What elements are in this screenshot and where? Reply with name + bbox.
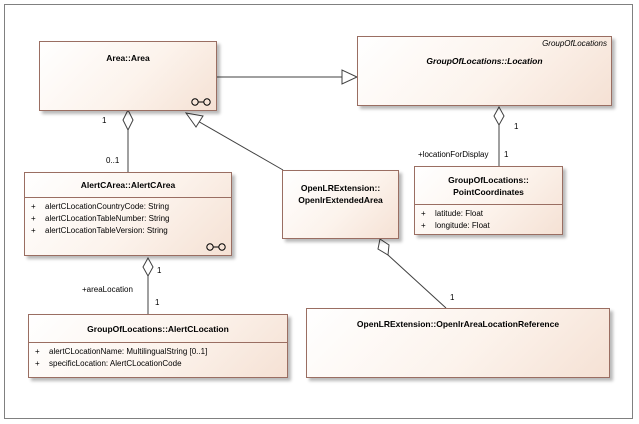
diagram-frame bbox=[4, 4, 633, 419]
aggregation-alertcarea-alertclocation[interactable] bbox=[142, 256, 154, 314]
class-alertclocation[interactable]: GroupOfLocations::AlertCLocation +alertC… bbox=[28, 314, 288, 378]
class-stereotype: GroupOfLocations bbox=[542, 39, 607, 48]
aggregation-openlr-ref[interactable] bbox=[377, 238, 447, 309]
attribute: +alertCLocationTableNumber: String bbox=[31, 214, 170, 223]
multiplicity-label: 1 bbox=[157, 266, 162, 275]
compartment-divider bbox=[415, 204, 562, 205]
generalization-openlr-area[interactable] bbox=[184, 112, 284, 171]
attribute: +alertCLocationName: MultilingualString … bbox=[35, 347, 208, 356]
class-name-line1: GroupOfLocations:: bbox=[448, 175, 529, 185]
attribute: +alertCLocationTableVersion: String bbox=[31, 226, 168, 235]
class-name: Area::Area bbox=[106, 53, 150, 63]
attribute-list: +latitude: Float +longitude: Float bbox=[421, 208, 558, 232]
class-openlr-extended-area[interactable]: OpenLRExtension:: OpenlrExtendedArea bbox=[282, 170, 399, 239]
multiplicity-label: 1 bbox=[155, 298, 160, 307]
class-point-coordinates[interactable]: GroupOfLocations:: PointCoordinates +lat… bbox=[414, 166, 563, 235]
class-openlr-area-location-reference[interactable]: OpenLRExtension::OpenlrAreaLocationRefer… bbox=[306, 308, 610, 378]
multiplicity-label: 1 bbox=[514, 122, 519, 131]
compartment-divider bbox=[25, 197, 231, 198]
class-name: OpenLRExtension::OpenlrAreaLocationRefer… bbox=[356, 319, 560, 329]
aggregation-area-alertcarea[interactable] bbox=[122, 108, 134, 172]
role-label: +areaLocation bbox=[82, 285, 133, 294]
class-location[interactable]: GroupOfLocations GroupOfLocations::Locat… bbox=[357, 36, 612, 106]
multiplicity-label: 1 bbox=[450, 293, 455, 302]
class-name: GroupOfLocations::AlertCLocation bbox=[87, 324, 229, 334]
attribute: +alertCLocationCountryCode: String bbox=[31, 202, 170, 211]
attribute-list: +alertCLocationCountryCode: String +aler… bbox=[31, 201, 227, 237]
attribute: +latitude: Float bbox=[421, 209, 484, 218]
aggregation-location-point[interactable] bbox=[493, 105, 505, 166]
class-name: GroupOfLocations::Location bbox=[426, 56, 543, 66]
role-label: +locationForDisplay bbox=[418, 150, 489, 159]
composite-diagram-icon bbox=[191, 98, 211, 106]
compartment-divider bbox=[29, 342, 287, 343]
composite-diagram-icon bbox=[206, 243, 226, 251]
attribute-list: +alertCLocationName: MultilingualString … bbox=[35, 346, 283, 370]
generalization-area-location[interactable] bbox=[217, 69, 359, 85]
class-name-line1: OpenLRExtension:: bbox=[300, 183, 381, 193]
class-name: AlertCArea::AlertCArea bbox=[80, 180, 176, 190]
attribute: +longitude: Float bbox=[421, 221, 490, 230]
class-name-line2: OpenlrExtendedArea bbox=[298, 195, 383, 205]
class-alertcarea[interactable]: AlertCArea::AlertCArea +alertCLocationCo… bbox=[24, 172, 232, 256]
multiplicity-label: 1 bbox=[504, 150, 509, 159]
multiplicity-label: 0..1 bbox=[106, 156, 120, 165]
multiplicity-label: 1 bbox=[102, 116, 107, 125]
class-area[interactable]: Area::Area bbox=[39, 41, 217, 111]
class-name-line2: PointCoordinates bbox=[453, 187, 524, 197]
attribute: +specificLocation: AlertCLocationCode bbox=[35, 359, 182, 368]
